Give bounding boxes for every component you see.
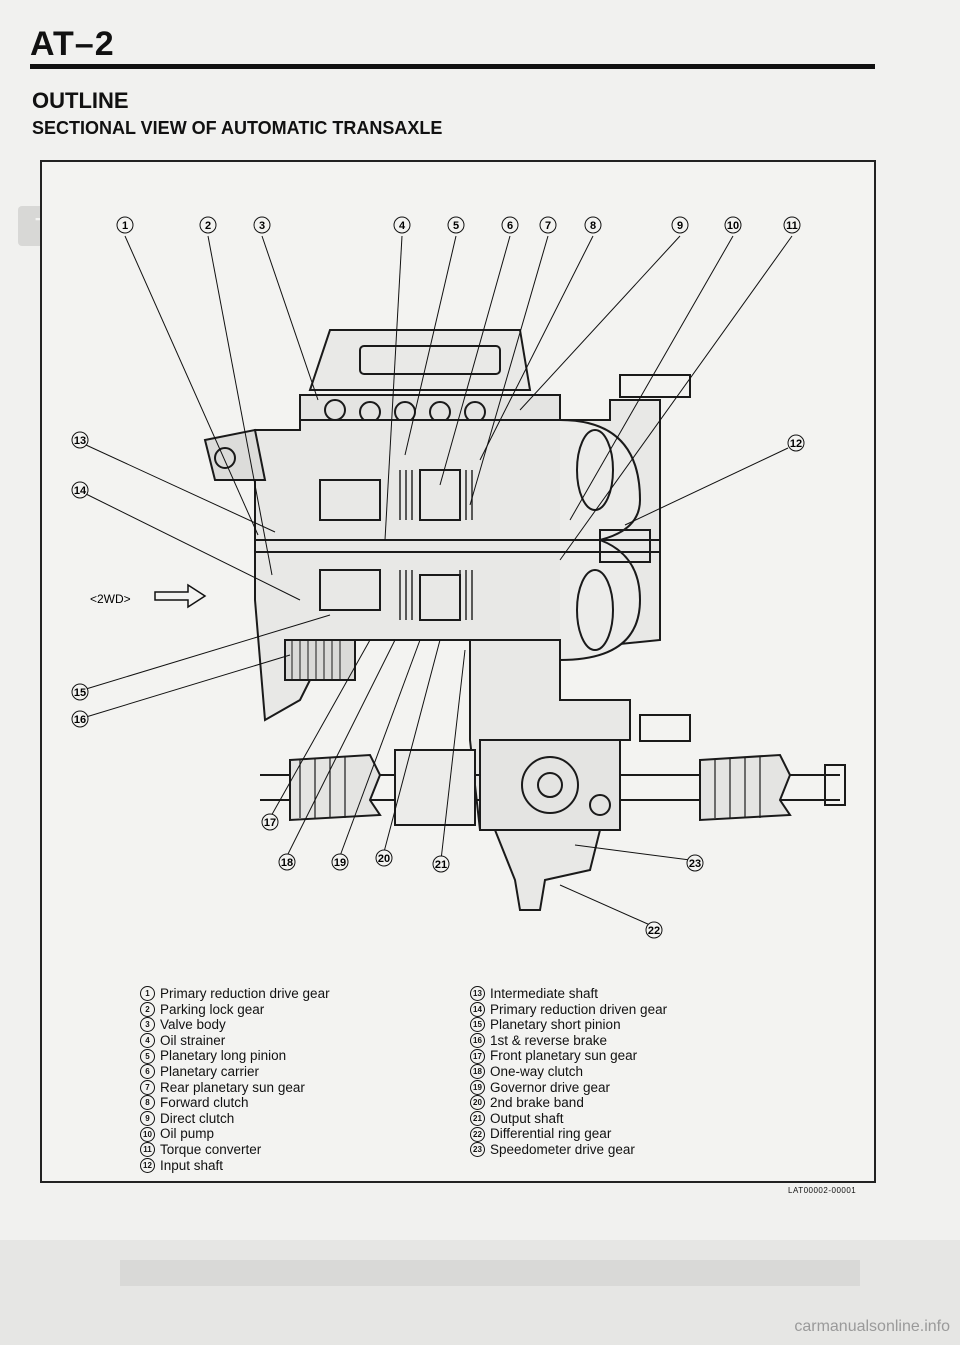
callout-18: 18 (278, 853, 296, 871)
callout-14: 14 (71, 481, 89, 499)
page-footer (0, 1240, 960, 1345)
callout-1: 1 (116, 216, 134, 234)
svg-text:19: 19 (334, 857, 346, 869)
svg-text:9: 9 (677, 220, 683, 232)
callout-20: 20 (375, 849, 393, 867)
callout-22: 22 (645, 921, 663, 939)
callout-8: 8 (584, 216, 602, 234)
svg-text:21: 21 (435, 859, 447, 871)
callout-10: 10 (724, 216, 742, 234)
drive-arrow: <2WD> (90, 583, 207, 609)
callout-13: 13 (71, 431, 89, 449)
callout-21: 21 (432, 855, 450, 873)
svg-text:13: 13 (74, 435, 86, 447)
callout-9: 9 (671, 216, 689, 234)
svg-text:2: 2 (205, 220, 211, 232)
page-header: AT–2 (30, 22, 875, 66)
section-title: OUTLINE (32, 88, 129, 113)
sub-title: SECTIONAL VIEW OF AUTOMATIC TRANSAXLE (32, 118, 443, 138)
callout-16: 16 (71, 710, 89, 728)
svg-text:18: 18 (281, 857, 293, 869)
svg-text:20: 20 (378, 853, 390, 865)
svg-text:16: 16 (74, 714, 86, 726)
svg-text:5: 5 (453, 220, 459, 232)
svg-text:11: 11 (786, 220, 798, 232)
svg-text:22: 22 (648, 925, 660, 937)
footer-strip (120, 1260, 860, 1286)
callout-11: 11 (783, 216, 801, 234)
header-rule (30, 64, 875, 69)
document-code: LAT00002-00001 (788, 1186, 857, 1195)
callout-17: 17 (261, 813, 279, 831)
callout-23: 23 (686, 854, 704, 872)
svg-text:7: 7 (545, 220, 551, 232)
svg-text:4: 4 (399, 220, 406, 232)
callout-5: 5 (447, 216, 465, 234)
callouts: 1 2 3 4 5 6 7 8 9 10 11 12 13 14 15 16 1… (71, 216, 805, 939)
svg-text:23: 23 (689, 858, 701, 870)
arrow-icon (154, 583, 207, 609)
callout-3: 3 (253, 216, 271, 234)
callout-12: 12 (787, 434, 805, 452)
callout-6: 6 (501, 216, 519, 234)
page-code: AT–2 (30, 25, 115, 63)
svg-text:14: 14 (74, 485, 87, 497)
svg-text:15: 15 (74, 687, 86, 699)
svg-text:8: 8 (590, 220, 596, 232)
callout-19: 19 (331, 853, 349, 871)
callout-7: 7 (539, 216, 557, 234)
callout-2: 2 (199, 216, 217, 234)
transaxle-drawing (203, 329, 846, 911)
drive-label: <2WD> (90, 592, 131, 606)
svg-text:6: 6 (507, 220, 513, 232)
svg-text:1: 1 (122, 220, 128, 232)
svg-text:10: 10 (727, 220, 739, 232)
svg-text:17: 17 (264, 817, 276, 829)
svg-text:3: 3 (259, 220, 265, 232)
leader-lines (85, 235, 793, 926)
watermark: carmanualsonline.info (794, 1318, 950, 1335)
callout-15: 15 (71, 683, 89, 701)
callout-4: 4 (393, 216, 411, 234)
svg-text:12: 12 (790, 438, 802, 450)
